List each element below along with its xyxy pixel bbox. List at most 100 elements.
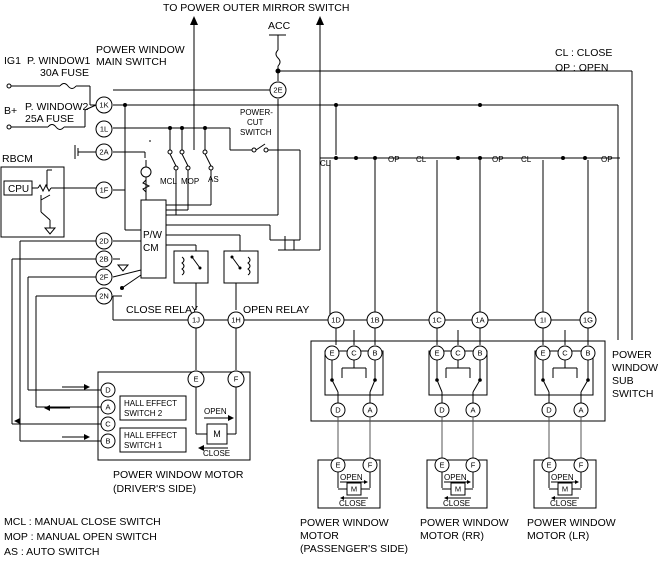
sub-unit-3 — [534, 328, 596, 465]
conn-1i: 1I — [540, 316, 546, 325]
legend-op: OP : OPEN — [555, 62, 609, 74]
op-3: OP — [601, 155, 613, 164]
pm3-open: OPEN — [551, 473, 574, 482]
relay-internals — [181, 234, 251, 310]
close-relay-box — [173, 250, 209, 284]
pm2-e: E — [439, 461, 444, 470]
legend-as: AS : AUTO SWITCH — [4, 546, 99, 558]
conn-1b: 1B — [370, 316, 379, 325]
pm1-close: CLOSE — [339, 499, 366, 508]
pass-motor-2: MOTOR — [300, 530, 339, 542]
rr-motor-1: POWER WINDOW — [420, 517, 509, 529]
pin-a: A — [105, 403, 110, 412]
main-switch-label-2: MAIN SWITCH — [96, 56, 167, 68]
lr-motor-2: MOTOR (LR) — [527, 530, 589, 542]
drv-open: OPEN — [204, 407, 227, 416]
hall2-box — [119, 395, 187, 421]
s3-d: D — [546, 406, 552, 415]
hall2-line2: SWITCH 2 — [124, 409, 163, 418]
op-2: OP — [492, 155, 504, 164]
hall1-line2: SWITCH 1 — [124, 441, 163, 450]
s3-b: B — [585, 349, 590, 358]
rbcm-box — [0, 166, 65, 238]
fuse2-label-2: 25A FUSE — [25, 113, 74, 125]
pwcm-box — [140, 199, 167, 279]
lr-motor — [533, 457, 597, 509]
fuse2-label-1: P. WINDOW2 — [25, 101, 89, 113]
pm3-close: CLOSE — [550, 499, 577, 508]
s2-b: B — [477, 349, 482, 358]
op-1: OP — [388, 155, 400, 164]
driver-pins — [100, 370, 245, 449]
sub-relay-row — [320, 105, 620, 320]
relay-conns — [112, 296, 588, 370]
cpu-label: CPU — [8, 184, 29, 195]
drv-motor-m: M — [213, 429, 221, 439]
conn-2a: 2A — [99, 148, 108, 157]
power-cut-1: POWER- — [240, 108, 273, 117]
conn-1g: 1G — [583, 316, 593, 325]
fuse1-label-2: 30A FUSE — [40, 67, 89, 79]
conn-1c: 1C — [432, 316, 442, 325]
power-cut-2: CUT — [247, 118, 264, 127]
s1-c: C — [351, 349, 357, 358]
s1-e: E — [329, 349, 334, 358]
s3-a: A — [578, 406, 583, 415]
pwcm-label-1: P/W — [143, 230, 162, 241]
s2-e: E — [434, 349, 439, 358]
hall2-line1: HALL EFFECT — [124, 399, 177, 408]
s1-b: B — [372, 349, 377, 358]
s1-d: D — [335, 406, 341, 415]
legend-mop: MOP : MANUAL OPEN SWITCH — [4, 531, 157, 543]
pm3-m: M — [562, 485, 568, 494]
conn-1j: 1J — [192, 316, 200, 325]
sub-unit-2 — [428, 328, 488, 465]
rbcm-internal — [32, 169, 96, 235]
conn-2f: 2F — [100, 273, 109, 282]
conn-1l: 1L — [100, 125, 108, 134]
pass-motor — [317, 457, 381, 509]
power-cut-3: SWITCH — [240, 128, 272, 137]
mop-label: MOP — [181, 177, 199, 186]
s3-c: C — [562, 349, 568, 358]
drv-close: CLOSE — [203, 449, 230, 458]
sub-conns — [327, 311, 597, 329]
pin-c: C — [105, 420, 111, 429]
sub-switch-2: WINDOW — [612, 362, 658, 374]
mcl-label: MCL — [160, 177, 177, 186]
s3-e: E — [540, 349, 545, 358]
pm1-open: OPEN — [340, 473, 363, 482]
conn-1f: 1F — [100, 186, 109, 195]
top-label: TO POWER OUTER MIRROR SWITCH — [163, 2, 349, 14]
pm1-m: M — [351, 485, 357, 494]
cl-3: CL — [521, 155, 532, 164]
pm2-f: F — [471, 461, 476, 470]
pm2-m: M — [455, 485, 461, 494]
pin-f: F — [234, 375, 239, 384]
rbcm-label: RBCM — [2, 153, 33, 165]
conn-1a: 1A — [475, 316, 484, 325]
conn-1d: 1D — [331, 316, 341, 325]
conn-1h: 1H — [231, 316, 241, 325]
conn-2b: 2B — [99, 255, 108, 264]
driver-motor — [195, 387, 237, 451]
s2-d: D — [439, 406, 445, 415]
pm2-close: CLOSE — [443, 499, 470, 508]
ig1-label: IG1 — [4, 55, 21, 67]
legend-mcl: MCL : MANUAL CLOSE SWITCH — [4, 516, 161, 528]
pm3-f: F — [579, 461, 584, 470]
hall1-box — [119, 427, 187, 453]
pm2-open: OPEN — [444, 473, 467, 482]
pwcm-label-2: CM — [143, 243, 159, 254]
pm1-e: E — [335, 461, 340, 470]
conn-2n: 2N — [99, 292, 109, 301]
bplus-label: B+ — [4, 105, 17, 117]
ground — [74, 140, 151, 159]
acc-feed — [160, 34, 633, 340]
lr-motor-1: POWER WINDOW — [527, 517, 616, 529]
pin-d: D — [105, 386, 111, 395]
close-relay-label: CLOSE RELAY — [126, 304, 198, 316]
main-bus — [113, 89, 619, 340]
fuse-lines — [6, 83, 97, 130]
